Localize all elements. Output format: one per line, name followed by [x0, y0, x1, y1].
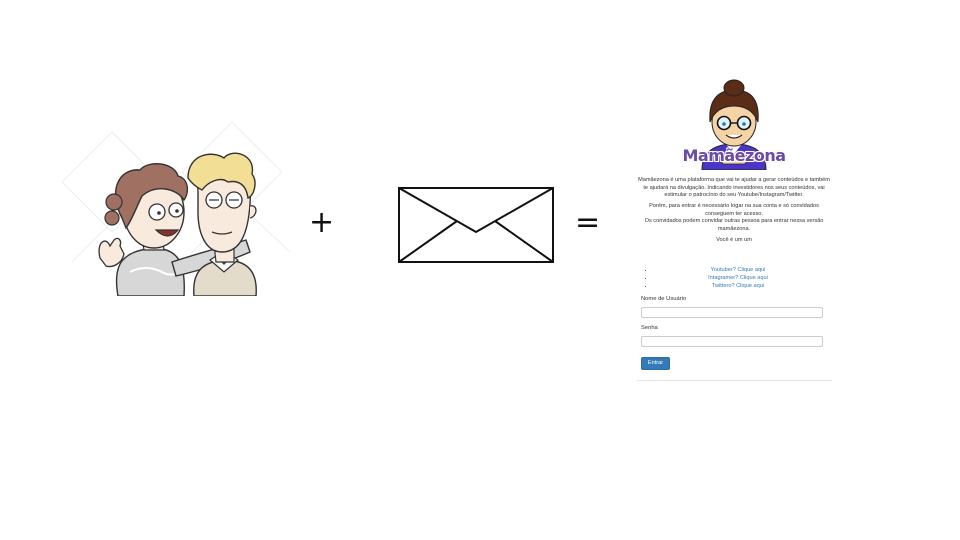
friend-left: [98, 163, 251, 296]
intro-text: Mamãezona é uma plataforma que vai te aj…: [636, 177, 832, 248]
login-button[interactable]: Entrar: [641, 357, 670, 370]
role-link-list: Youtuber? Clique aqui Intagramer? Clique…: [646, 266, 822, 291]
instagramer-link[interactable]: Intagramer? Clique aqui: [708, 275, 768, 282]
intro-paragraph: Os convidados podem convidar outras pess…: [644, 218, 824, 232]
list-item: Intagramer? Clique aqui: [654, 274, 822, 282]
brand-logo: Mamãezona: [682, 146, 786, 165]
friend-right: [187, 152, 257, 296]
password-label: Senha: [641, 325, 658, 331]
envelope-icon: [398, 187, 554, 263]
friends-illustration: [61, 121, 291, 296]
username-label: Nome de Usuário: [641, 296, 687, 302]
plus-operator: +: [309, 205, 335, 240]
username-input[interactable]: [641, 307, 823, 318]
login-page: Mamãezona Mamãezona é uma plataforma que…: [636, 78, 832, 381]
mascot-image: [701, 79, 767, 170]
question-text: Você é um um: [716, 236, 752, 243]
list-item: Twittero? Clique aqui: [654, 282, 822, 290]
password-input[interactable]: [641, 336, 823, 347]
equals-operator: =: [575, 205, 601, 240]
intro-paragraph: Mamãezona é uma plataforma que vai te aj…: [638, 177, 830, 199]
intro-paragraph: Porém, para entrar é necessário logar na…: [649, 203, 819, 217]
list-item: Youtuber? Clique aqui: [654, 266, 822, 274]
twittero-link[interactable]: Twittero? Clique aqui: [711, 283, 765, 290]
youtuber-link[interactable]: Youtuber? Clique aqui: [710, 267, 766, 273]
